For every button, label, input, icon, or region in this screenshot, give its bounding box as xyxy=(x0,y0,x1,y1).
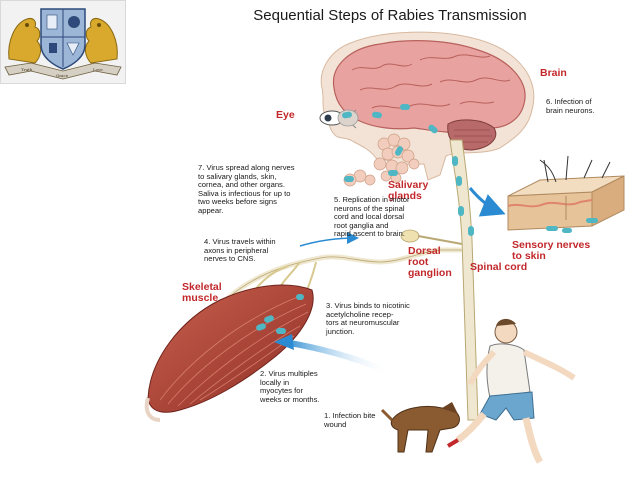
arrow-up-nerve xyxy=(299,232,359,247)
step-1-text: 1. Infection bite wound xyxy=(324,411,376,429)
step-6-text: 6. Infection of brain neurons. xyxy=(546,97,595,115)
arrow-to-skin xyxy=(468,187,506,217)
svg-text:Grace: Grace xyxy=(56,73,69,78)
step-5-text: 5. Replication in motor neurons of the s… xyxy=(334,195,410,239)
step-3-text: 3. Virus binds to nicotinic acetylcholin… xyxy=(326,301,410,336)
skin-block xyxy=(507,155,625,231)
svg-text:Love: Love xyxy=(93,67,103,72)
logo-panel: Truth Grace Love xyxy=(0,0,126,84)
label-salivary-glands: Salivary glands xyxy=(388,179,429,202)
virus-particles xyxy=(256,104,598,334)
label-spinal-cord: Spinal cord xyxy=(470,261,528,273)
crest-logo: Truth Grace Love xyxy=(4,8,122,80)
step-4-text: 4. Virus travels within axons in periphe… xyxy=(204,237,276,264)
svg-text:Truth: Truth xyxy=(21,67,33,72)
brain xyxy=(332,40,526,134)
arrow-to-muscle xyxy=(283,339,392,375)
slide-title: Sequential Steps of Rabies Transmission xyxy=(253,7,527,24)
step-7-text: 7. Virus spread along nerves to salivary… xyxy=(198,163,295,215)
label-dorsal-root-ganglion: Dorsal root ganglion xyxy=(408,245,452,279)
dog-figure xyxy=(380,402,460,453)
man-figure xyxy=(446,318,576,464)
label-eye: Eye xyxy=(276,109,295,121)
label-skeletal-muscle: Skeletal muscle xyxy=(182,281,222,304)
label-sensory-nerves: Sensory nerves to skin xyxy=(512,239,591,262)
step-2-text: 2. Virus multiples locally in myocytes f… xyxy=(260,369,320,404)
label-brain: Brain xyxy=(540,67,567,79)
